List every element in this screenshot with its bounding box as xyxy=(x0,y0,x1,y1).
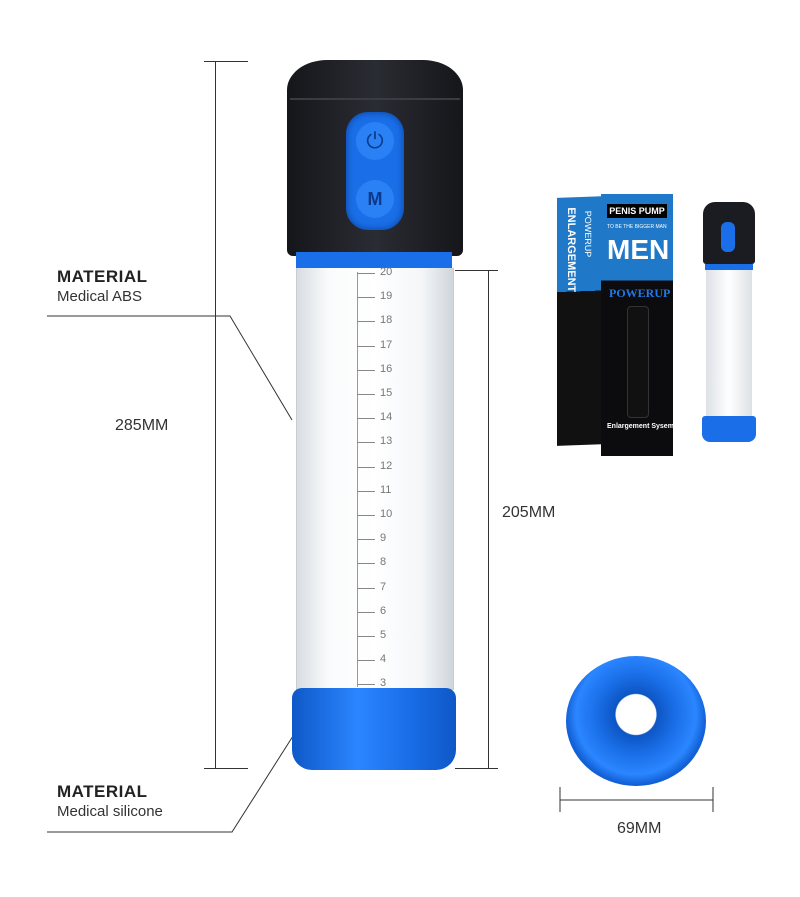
leader-line-abs xyxy=(47,315,293,421)
scale-mark: 10 xyxy=(380,508,393,520)
mode-icon: M xyxy=(367,189,383,209)
height-dimension-line xyxy=(215,61,216,769)
box-subtitle: POWERUP xyxy=(609,286,671,300)
scale-tick xyxy=(357,369,375,371)
scale-tick xyxy=(357,587,375,589)
leader-line-silicone xyxy=(47,724,301,833)
silicone-sleeve xyxy=(566,656,706,786)
scale-mark: 12 xyxy=(380,459,393,472)
scale-mark: 8 xyxy=(380,556,387,569)
sleeve-width-label: 69MM xyxy=(617,820,662,837)
tube-height-label: 205MM xyxy=(502,504,556,521)
power-button[interactable]: ⏻ xyxy=(356,122,394,160)
box-side-text-2: POWERUP xyxy=(583,210,593,258)
small-pump-head xyxy=(703,202,755,264)
scale-tick xyxy=(357,539,375,541)
scale-mark: 17 xyxy=(380,338,393,351)
material-bottom-title: MATERIAL xyxy=(57,782,148,801)
dimension-tick xyxy=(455,270,498,271)
silicone-sleeve-base xyxy=(292,688,456,770)
material-bottom-value: Medical silicone xyxy=(57,803,163,820)
scale-tick xyxy=(357,466,375,468)
box-tagline: TO BE THE BIGGER MAN xyxy=(607,224,667,230)
scale-mark: 18 xyxy=(380,314,393,327)
material-top-value: Medical ABS xyxy=(57,288,143,305)
small-blue-ring xyxy=(705,264,753,270)
scale-mark: 11 xyxy=(380,483,392,496)
tube-dimension-line xyxy=(488,270,489,769)
scale-mark: 14 xyxy=(380,411,393,424)
scale-mark: 7 xyxy=(380,580,387,593)
scale-mark: 20 xyxy=(380,266,393,278)
scale-tick xyxy=(357,394,375,395)
scale-tick xyxy=(357,611,375,613)
scale-mark: 15 xyxy=(380,387,393,399)
small-control-panel xyxy=(721,222,735,252)
mode-button[interactable]: M xyxy=(356,180,394,218)
scale-mark: 4 xyxy=(380,653,387,666)
scale-mark: 3 xyxy=(380,677,387,690)
blue-ring xyxy=(296,252,452,269)
scale-mark: 13 xyxy=(380,435,393,448)
dimension-tick xyxy=(455,768,498,769)
box-brand: PENIS PUMP xyxy=(607,204,667,218)
box-title: MEN xyxy=(607,234,670,265)
scale-tick xyxy=(357,490,375,492)
scale-mark: 9 xyxy=(380,532,387,545)
scale-tick xyxy=(357,563,375,565)
head-seam xyxy=(290,98,460,100)
scale-tick xyxy=(357,660,375,662)
scale-mark: 19 xyxy=(380,290,393,303)
dimension-tick xyxy=(204,61,248,62)
transparent-cylinder xyxy=(296,268,454,690)
small-sleeve-base xyxy=(702,416,756,442)
box-side: ENLARGEMENT POWERUP xyxy=(557,196,605,446)
product-box: PENIS PUMP TO BE THE BIGGER MAN MEN POWE… xyxy=(601,194,674,456)
scale-tick xyxy=(357,442,375,444)
scale-tick xyxy=(357,321,375,323)
scale-tick xyxy=(357,297,375,299)
material-top-title: MATERIAL xyxy=(57,267,148,286)
scale-mark: 5 xyxy=(380,629,387,641)
scale-line xyxy=(357,272,358,687)
box-side-text: ENLARGEMENT xyxy=(565,207,577,293)
box-product-image xyxy=(627,306,649,418)
scale-tick xyxy=(357,418,375,420)
total-height-label: 285MM xyxy=(115,417,169,434)
box-footer: Enlargement Sysem xyxy=(607,423,674,430)
scale-mark: 16 xyxy=(380,362,393,375)
power-icon: ⏻ xyxy=(366,128,384,153)
scale-tick xyxy=(357,515,375,516)
dimension-tick xyxy=(204,768,248,769)
scale-mark: 6 xyxy=(380,604,387,617)
scale-tick xyxy=(357,273,375,274)
scale-tick xyxy=(357,345,375,347)
scale-tick xyxy=(357,684,375,686)
scale-tick xyxy=(357,636,375,637)
small-cylinder xyxy=(706,270,752,418)
